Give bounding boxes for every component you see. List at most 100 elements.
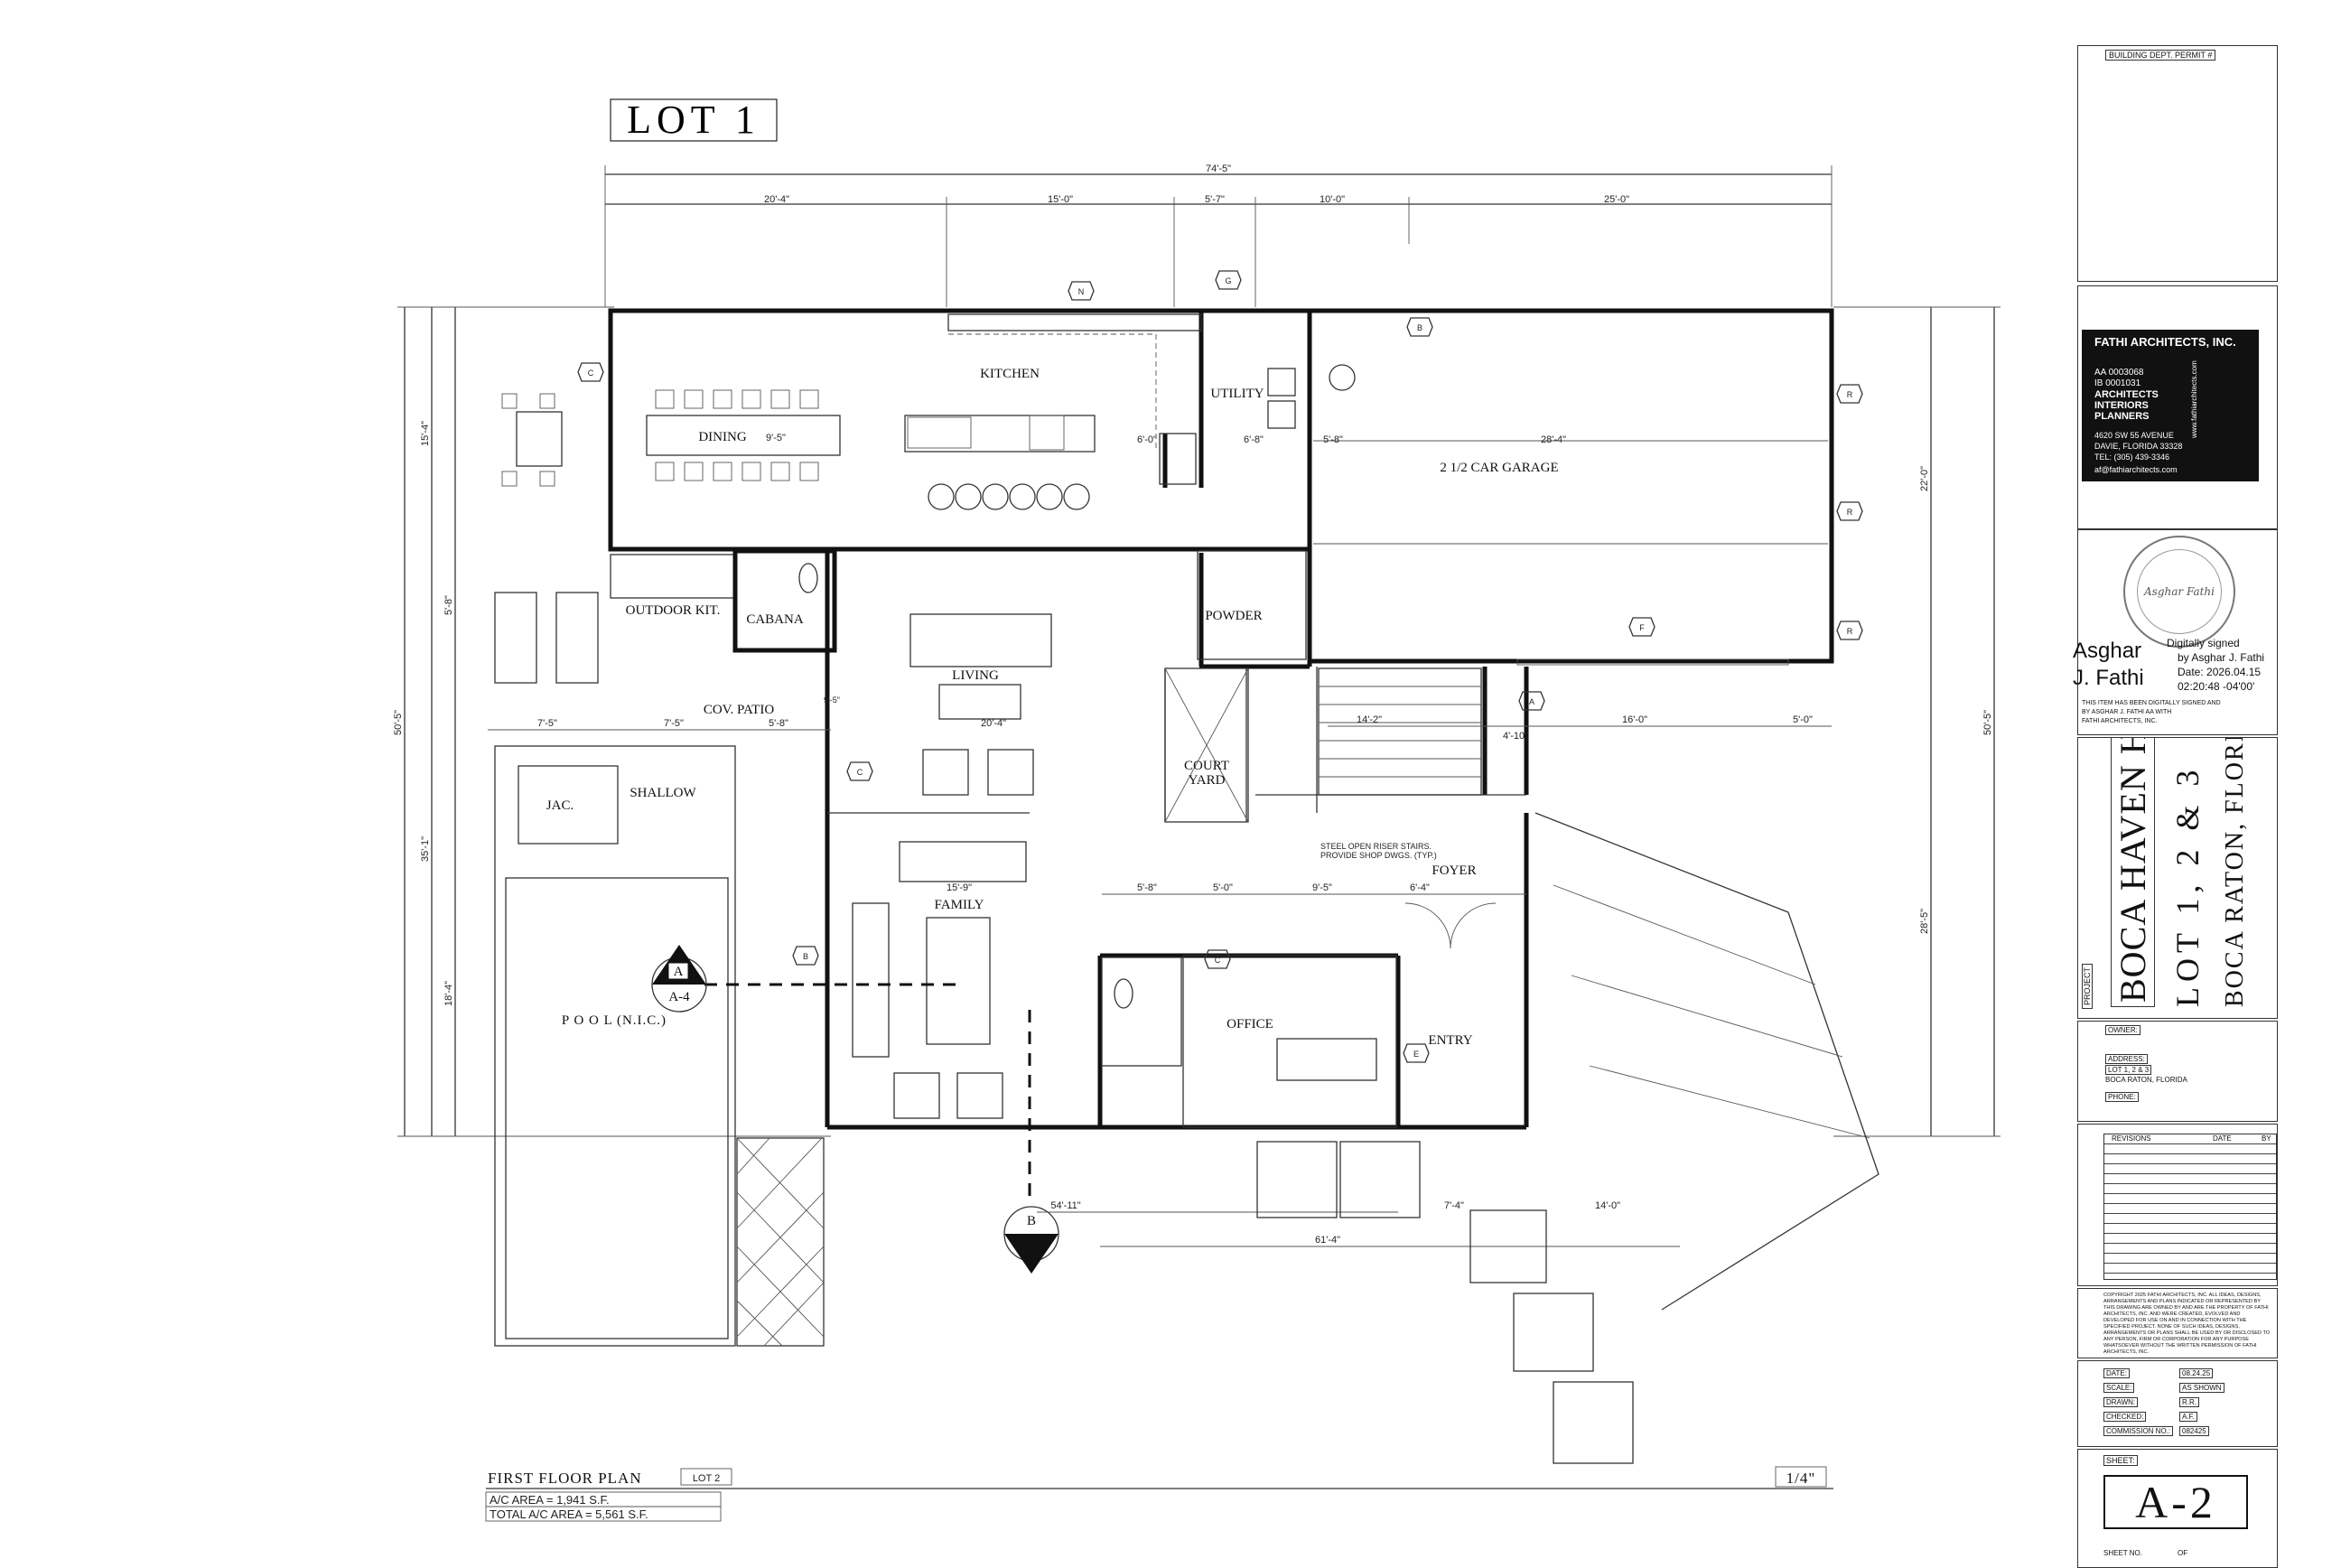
washer (1267, 368, 1296, 397)
family-sofa (899, 841, 1027, 882)
family-table (926, 917, 991, 1045)
window-tag: C (588, 369, 594, 378)
section-a-letter: A (674, 965, 684, 979)
room-label-living: LIVING (952, 668, 999, 683)
room-label-entry: ENTRY (1428, 1033, 1472, 1048)
window-tag: E (1413, 1050, 1419, 1059)
project-name: BOCA HAVEN HOMES (2111, 738, 2155, 1007)
dining-dim: 9'-5" (766, 433, 786, 443)
revisions-box: REVISIONS DATE BY (2077, 1124, 2278, 1286)
cabana-walls (732, 548, 837, 653)
seal-name: Asghar Fathi (2144, 585, 2215, 598)
title-block: BUILDING DEPT. PERMIT # FATHI ARCHITECTS… (2073, 45, 2278, 1568)
section-a-sheet: A-4 (668, 990, 690, 1004)
digital-sig-3: Date: 2026.04.15 (2178, 666, 2262, 678)
digital-sig-2: by Asghar J. Fathi (2178, 651, 2265, 664)
outdoor-table (494, 393, 599, 684)
side-dimensions: 50'-5" 50'-5" 15'-4" 5'-8" 35'-1" 18'-4"… (393, 306, 2001, 1137)
total-ac-area: TOTAL A/C AREA = 5,561 S.F. (490, 1507, 648, 1521)
sheet-label: SHEET: (2103, 1455, 2138, 1466)
info-row-value: 082425 (2179, 1426, 2209, 1436)
sheet-of: OF (2178, 1549, 2188, 1557)
interior-dimensions: 7'-5" 7'-5" 5'-8" 20'-4" 14'-2" 16'-0" 5… (488, 434, 1832, 1247)
firm-aa: AA 0003068 (2094, 368, 2144, 378)
court-yard (1164, 667, 1249, 823)
family-sectional (852, 902, 890, 1058)
info-row-label: SCALE: (2103, 1383, 2135, 1393)
left-overall-dim: 50'-5" (393, 710, 404, 735)
dim-label: 14'-2" (1357, 714, 1382, 725)
lot-title: LOT 1 (627, 98, 760, 142)
revisions-table: REVISIONS DATE BY (2103, 1134, 2277, 1280)
project-lots: LOT 1, 2 & 3 (2169, 764, 2206, 1007)
water-heater (1329, 364, 1356, 391)
window-tag: A (1529, 697, 1534, 706)
firm-logo-panel: FATHI ARCHITECTS, INC. AA 0003068 IB 000… (2082, 330, 2259, 481)
ac-area: A/C AREA = 1,941 S.F. (490, 1493, 610, 1507)
firm-line1: ARCHITECTS (2094, 389, 2159, 400)
phone-label: PHONE: (2105, 1092, 2139, 1102)
dim-label: 54'-11" (1050, 1200, 1080, 1211)
sig-note-1: THIS ITEM HAS BEEN DIGITALLY SIGNED AND (2082, 700, 2221, 706)
dim-label: 7'-5" (664, 718, 684, 729)
pool-deck (494, 745, 736, 1347)
office-room (1182, 955, 1397, 1128)
dim-label: 5'-8" (1323, 434, 1343, 445)
room-label-garage: 2 1/2 CAR GARAGE (1440, 461, 1558, 475)
plan-title: FIRST FLOOR PLAN (488, 1470, 642, 1487)
firm-address1: 4620 SW 55 AVENUE (2094, 431, 2174, 440)
owner-box: OWNER: ADDRESS: LOT 1, 2 & 3 BOCA RATON,… (2077, 1021, 2278, 1122)
signature-name-2: J. Fathi (2073, 666, 2144, 690)
dim-label: 28'-5" (1919, 909, 1930, 934)
top-dim-3: 5'-7" (1205, 194, 1225, 205)
family-chair-1 (893, 1072, 940, 1119)
project-city: BOCA RATON, FLORIDA (2221, 737, 2249, 1007)
permit-label: BUILDING DEPT. PERMIT # (2105, 50, 2216, 61)
section-marker-a[interactable]: A A-4 (651, 945, 707, 1013)
dim-label: 22'-0" (1919, 466, 1930, 491)
dim-label: 5'-8" (443, 595, 454, 615)
dim-label: 7'-5" (537, 718, 557, 729)
room-label-shallow: SHALLOW (630, 786, 696, 800)
room-label-court: COURT (1184, 759, 1229, 773)
office-desk (1276, 1038, 1377, 1081)
window-tag: B (1417, 323, 1422, 332)
digital-sig-4: 02:20:48 -04'00' (2178, 680, 2255, 693)
bath (1101, 957, 1182, 1067)
dryer (1267, 400, 1296, 429)
garage-door (1516, 658, 1789, 666)
project-box: PROJECT BOCA HAVEN HOMES LOT 1, 2 & 3 BO… (2077, 737, 2278, 1019)
living-chair-2 (987, 749, 1034, 796)
window-tag: C (857, 768, 863, 777)
window-tag: R (1847, 390, 1853, 399)
dim-label: 5'-0" (1793, 714, 1813, 725)
firm-box: FATHI ARCHITECTS, INC. AA 0003068 IB 000… (2077, 285, 2278, 529)
window-tag: B (803, 952, 808, 961)
dim-label: 5'-0" (1213, 882, 1233, 893)
living-sofa (909, 613, 1052, 667)
room-label-cabana: CABANA (746, 612, 804, 627)
owner-label: OWNER: (2105, 1025, 2140, 1035)
copyright-box: COPYRIGHT 2025 FATHI ARCHITECTS, INC. AL… (2077, 1288, 2278, 1358)
info-row-value: AS SHOWN (2179, 1383, 2224, 1393)
info-row-label: COMMISSION NO.: (2103, 1426, 2174, 1436)
dim-label: 5'-8" (769, 718, 788, 729)
section-b-sheet: A-4 (1021, 1239, 1042, 1254)
digital-sig-1: Digitally signed (2167, 637, 2240, 649)
kitchen-fixtures (904, 313, 1202, 510)
section-marker-b[interactable]: B A-4 (1003, 1206, 1059, 1274)
living-table (938, 684, 1021, 720)
dim-label: 15'-9" (947, 882, 972, 893)
window-tag: R (1847, 627, 1853, 636)
lot-title-box (610, 98, 778, 142)
firm-email: af@fathiarchitects.com (2094, 465, 2178, 474)
living-chair-1 (922, 749, 969, 796)
driveway (1256, 812, 1879, 1464)
info-row-label: DATE: (2103, 1368, 2130, 1378)
room-label-utility: UTILITY (1210, 387, 1264, 401)
dim-label: 9'-5" (1312, 882, 1332, 893)
info-row: DRAWN:R.R. (2103, 1395, 2275, 1410)
sig-note-2: BY ASGHAR J. FATHI AA WITH (2082, 709, 2172, 715)
dim-label: 61'-4" (1315, 1235, 1340, 1246)
